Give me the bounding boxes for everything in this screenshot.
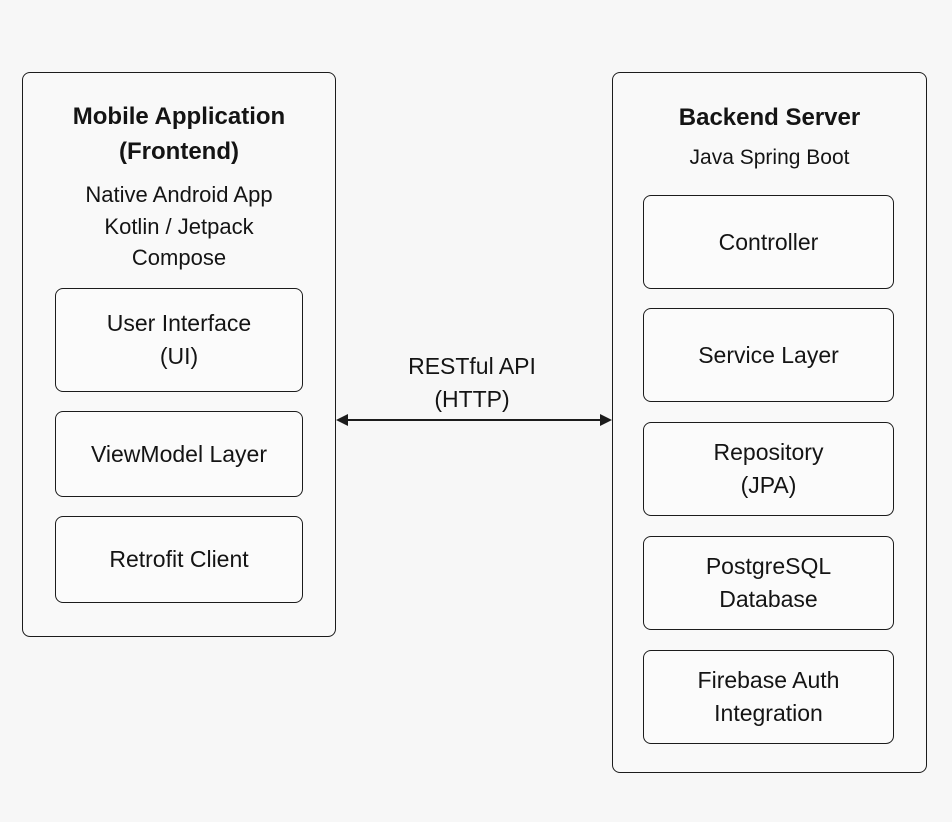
viewmodel-layer-label: ViewModel Layer	[90, 440, 267, 467]
service-layer-label: Service Layer	[698, 341, 839, 368]
restful-api-label: RESTful API (HTTP)	[408, 353, 536, 412]
user-interface-component: User Interface (UI)	[55, 288, 303, 392]
mobile-panel-subtitle: Native Android App Kotlin / Jetpack Comp…	[85, 182, 273, 270]
retrofit-client-component: Retrofit Client	[55, 516, 303, 603]
service-layer-component: Service Layer	[643, 308, 894, 402]
postgresql-database-component: PostgreSQL Database	[643, 536, 894, 630]
arrow-head-right	[600, 414, 612, 426]
mobile-panel-title: Mobile Application (Frontend)	[72, 103, 286, 165]
controller-label: Controller	[718, 228, 819, 255]
controller-component: Controller	[643, 195, 894, 289]
firebase-auth-label: Firebase Auth Integration	[697, 667, 840, 726]
retrofit-client-label: Retrofit Client	[109, 546, 249, 572]
backend-panel-title: Backend Server	[678, 104, 861, 131]
repository-label: Repository (JPA)	[713, 439, 824, 498]
backend-panel-subtitle: Java Spring Boot	[689, 146, 850, 169]
postgresql-database-label: PostgreSQL Database	[705, 553, 832, 612]
firebase-auth-component: Firebase Auth Integration	[643, 650, 894, 744]
user-interface-label: User Interface (UI)	[106, 310, 252, 369]
arrow-head-left	[336, 414, 348, 426]
viewmodel-layer-component: ViewModel Layer	[55, 411, 303, 497]
repository-component: Repository (JPA)	[643, 422, 894, 516]
